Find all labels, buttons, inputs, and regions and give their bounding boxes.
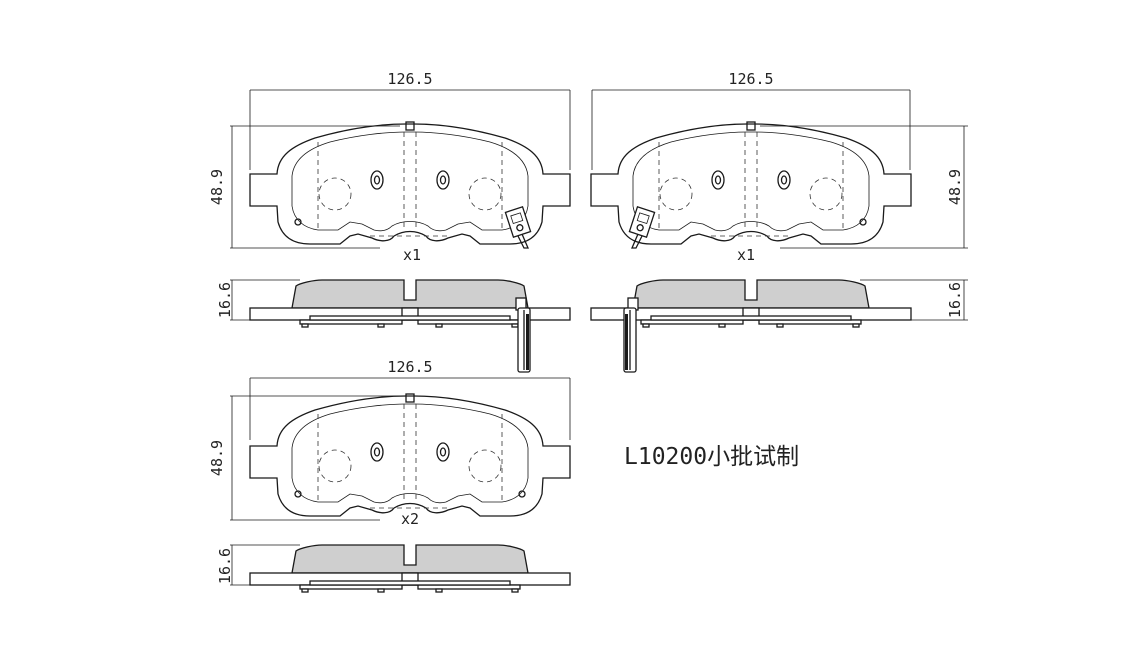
thickness-dimension: 16.6 — [216, 548, 234, 584]
view-top-left: 126.5 48.9 x1 16.6 — [208, 70, 571, 373]
view-bottom: 126.5 48.9 x2 16.6 — [208, 358, 571, 593]
width-dimension: 126.5 — [387, 358, 432, 376]
height-dimension: 48.9 — [946, 169, 964, 205]
part-code: L10200小批试制 — [624, 444, 799, 470]
width-dimension: 126.5 — [387, 70, 432, 88]
quantity-label: x1 — [403, 246, 421, 264]
pad-side-view — [249, 544, 571, 593]
wear-sensor-front — [504, 206, 532, 249]
wear-sensor-side — [515, 297, 531, 373]
height-dimension: 48.9 — [208, 169, 226, 205]
wear-sensor-side — [623, 297, 639, 373]
height-dimension: 48.9 — [208, 440, 226, 476]
pad-front-view — [249, 393, 571, 517]
quantity-label: x1 — [737, 246, 755, 264]
thickness-dimension: 16.6 — [216, 282, 234, 318]
thickness-dimension: 16.6 — [946, 282, 964, 318]
width-dimension: 126.5 — [728, 70, 773, 88]
pad-side-view — [590, 279, 912, 328]
wear-sensor-front — [628, 206, 656, 249]
view-top-right: 126.5 48.9 x1 16.6 — [590, 70, 968, 373]
quantity-label: x2 — [401, 510, 419, 528]
